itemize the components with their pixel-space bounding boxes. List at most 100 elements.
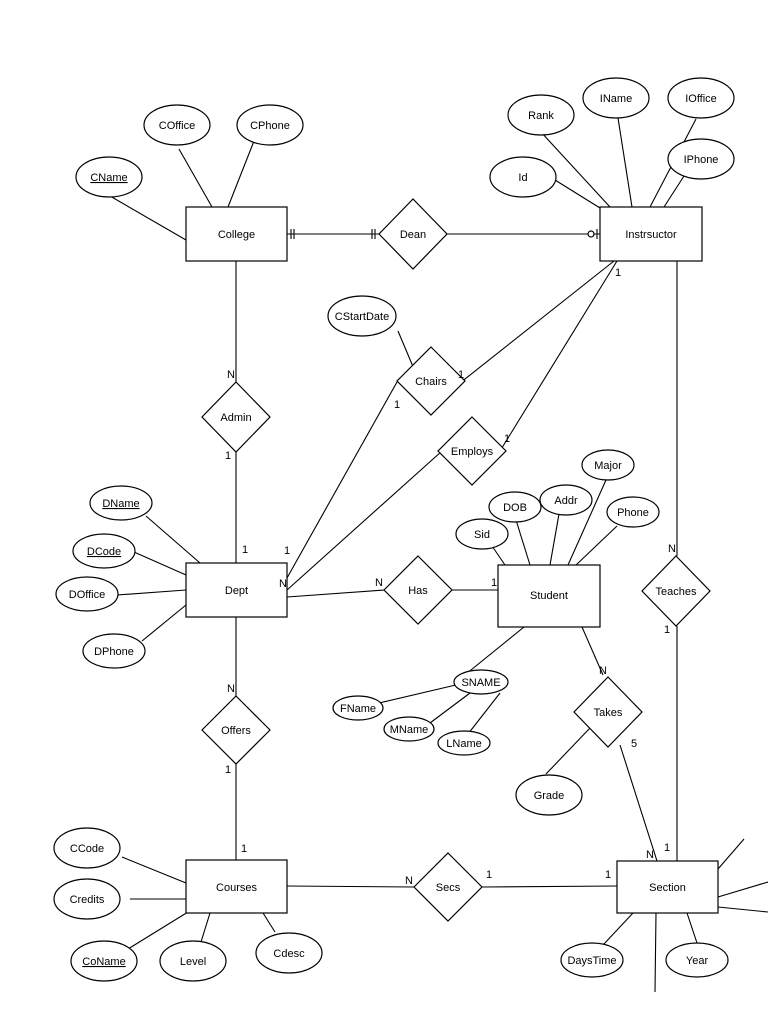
entity-student-label: Student xyxy=(530,590,568,602)
connector-cstartdate-chairs xyxy=(397,330,415,370)
cardinality-offers-dept: N xyxy=(227,683,235,695)
relationship-has-label: Has xyxy=(408,585,428,597)
cardinality-courses-top: 1 xyxy=(241,843,247,855)
connector-year-section xyxy=(686,912,698,944)
attribute-coffice[interactable]: COffice xyxy=(143,104,211,146)
relationship-dean[interactable]: Dean xyxy=(378,198,448,270)
relationship-has[interactable]: Has xyxy=(383,555,453,625)
relationship-offers-diamond xyxy=(201,695,271,765)
relationship-secs[interactable]: Secs xyxy=(413,852,483,922)
connector-dob-student xyxy=(515,519,531,566)
attribute-year[interactable]: Year xyxy=(665,942,729,978)
attribute-coffice-ellipse xyxy=(143,104,211,146)
attribute-ccode[interactable]: CCode xyxy=(53,827,121,869)
attribute-grade-ellipse xyxy=(515,774,583,816)
attribute-addr-label: Addr xyxy=(554,495,578,507)
attribute-credits-ellipse xyxy=(53,878,121,920)
attribute-lname-ellipse xyxy=(437,730,491,756)
connector-lines xyxy=(109,117,768,993)
attribute-daystime[interactable]: DaysTime xyxy=(560,942,624,978)
attribute-cphone[interactable]: CPhone xyxy=(236,104,304,146)
attribute-cstartdate[interactable]: CStartDate xyxy=(327,295,397,337)
attribute-rank-ellipse xyxy=(507,94,575,136)
connector-id-instructor xyxy=(554,179,601,209)
attribute-dname[interactable]: DName xyxy=(89,485,153,521)
attribute-ccode-label: CCode xyxy=(70,843,104,855)
attribute-cdesc[interactable]: Cdesc xyxy=(255,932,323,974)
relationship-chairs[interactable]: Chairs xyxy=(396,346,466,416)
attribute-iname[interactable]: IName xyxy=(582,77,650,119)
entity-college-label: College xyxy=(218,229,255,241)
attribute-lname[interactable]: LName xyxy=(437,730,491,756)
attribute-sname[interactable]: SNAME xyxy=(453,669,509,695)
entity-instructor[interactable]: Instrsuctor xyxy=(599,206,703,262)
entity-instructor-label: Instrsuctor xyxy=(625,229,677,241)
attribute-major[interactable]: Major xyxy=(581,449,635,481)
attribute-iphone[interactable]: IPhone xyxy=(667,138,735,180)
attribute-ioffice[interactable]: IOffice xyxy=(667,77,735,119)
relationship-teaches[interactable]: Teaches xyxy=(641,555,711,627)
attribute-coffice-label: COffice xyxy=(159,120,195,132)
attribute-credits[interactable]: Credits xyxy=(53,878,121,920)
relationship-takes[interactable]: Takes xyxy=(573,676,643,748)
relationship-offers-label: Offers xyxy=(221,725,251,737)
relationship-has-diamond xyxy=(383,555,453,625)
connector-dphone-dept xyxy=(141,604,187,642)
attribute-dob-ellipse xyxy=(488,491,542,523)
connector-chairs-dept xyxy=(286,381,398,579)
entity-instructor-box xyxy=(599,206,703,262)
attribute-dcode-label: DCode xyxy=(87,546,121,558)
connector-major-student xyxy=(567,479,607,566)
attribute-grade[interactable]: Grade xyxy=(515,774,583,816)
attribute-id-label: Id xyxy=(518,172,527,184)
cardinality-section-takes-side: N xyxy=(646,849,654,861)
attribute-id[interactable]: Id xyxy=(489,156,557,198)
cardinality-teaches-instructor: N xyxy=(668,543,676,555)
entity-dept[interactable]: Dept xyxy=(185,562,288,618)
attribute-cdesc-ellipse xyxy=(255,932,323,974)
attribute-cname[interactable]: CName xyxy=(75,156,143,198)
attribute-rank-label: Rank xyxy=(528,110,554,122)
connector-employs-instructor xyxy=(499,260,618,452)
relationship-employs-diamond xyxy=(437,416,507,486)
attribute-doffice-label: DOffice xyxy=(69,589,105,601)
attribute-dcode[interactable]: DCode xyxy=(72,533,136,569)
attribute-coname[interactable]: CoName xyxy=(70,940,138,982)
attribute-coname-label: CoName xyxy=(82,956,125,968)
entity-dept-label: Dept xyxy=(225,585,248,597)
relationship-takes-diamond xyxy=(573,676,643,748)
entity-section[interactable]: Section xyxy=(616,860,719,914)
connector-rank-instructor xyxy=(539,130,611,208)
attribute-dob[interactable]: DOB xyxy=(488,491,542,523)
attribute-iname-ellipse xyxy=(582,77,650,119)
relationship-admin[interactable]: Admin xyxy=(201,381,271,453)
attribute-fname-label: FName xyxy=(340,703,376,715)
relationship-employs[interactable]: Employs xyxy=(437,416,507,486)
attribute-fname[interactable]: FName xyxy=(332,695,384,721)
attribute-rank[interactable]: Rank xyxy=(507,94,575,136)
attribute-dphone[interactable]: DPhone xyxy=(82,633,146,669)
attribute-phone-ellipse xyxy=(606,496,660,528)
attribute-sid[interactable]: Sid xyxy=(455,518,509,550)
entity-section-box xyxy=(616,860,719,914)
attribute-phone-label: Phone xyxy=(617,507,649,519)
relationship-employs-label: Employs xyxy=(451,446,494,458)
connector-cname-college xyxy=(109,195,187,241)
attribute-phone[interactable]: Phone xyxy=(606,496,660,528)
relationship-offers[interactable]: Offers xyxy=(201,695,271,765)
cardinality-section-teaches-side: 1 xyxy=(664,842,670,854)
connector-section-offpage-1 xyxy=(717,838,745,870)
connector-section-down xyxy=(654,912,657,993)
connector-takes-section xyxy=(619,744,658,862)
connector-cphone-college xyxy=(227,140,255,208)
entity-courses[interactable]: Courses xyxy=(185,859,288,914)
attribute-doffice[interactable]: DOffice xyxy=(55,576,119,612)
entity-college[interactable]: College xyxy=(185,206,288,262)
relationship-takes-label: Takes xyxy=(594,707,623,719)
relationship-teaches-diamond xyxy=(641,555,711,627)
attribute-addr[interactable]: Addr xyxy=(539,484,593,516)
attribute-level[interactable]: Level xyxy=(159,940,227,982)
entity-student[interactable]: Student xyxy=(497,564,601,628)
attribute-mname[interactable]: MName xyxy=(383,716,435,742)
attribute-sname-ellipse xyxy=(453,669,509,695)
